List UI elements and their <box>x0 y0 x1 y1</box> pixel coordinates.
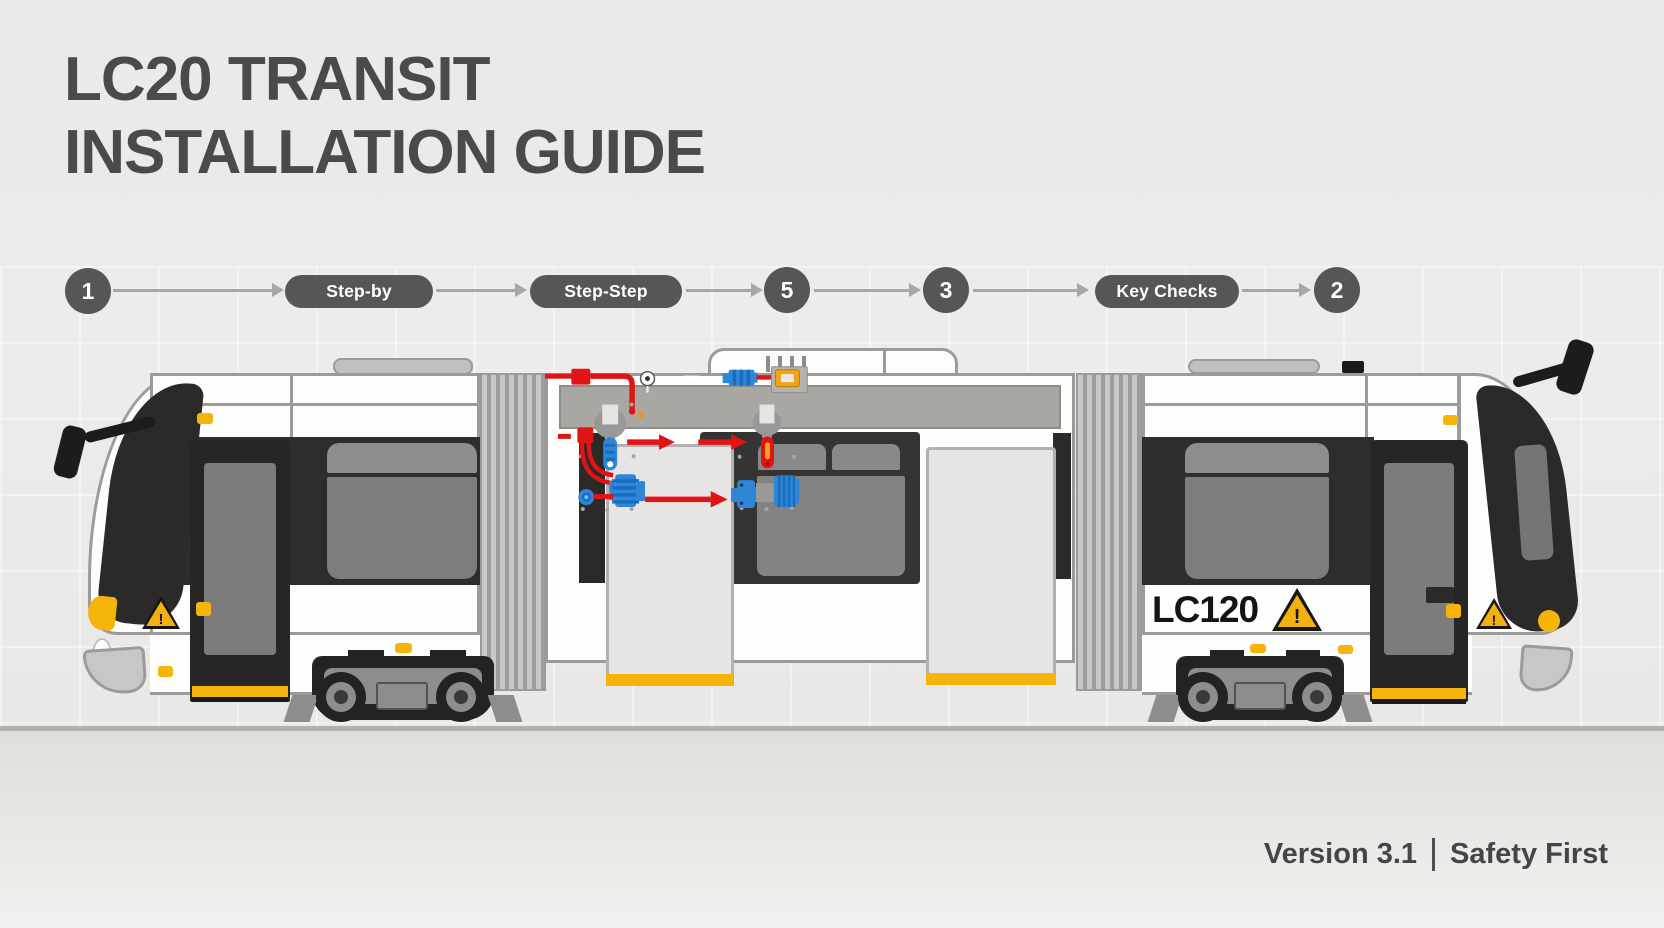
step-label: Step-by <box>326 281 392 301</box>
ground-line <box>0 726 1664 731</box>
knob-icon <box>578 489 595 506</box>
step-label: Key Checks <box>1116 281 1218 301</box>
panel-strip-right <box>926 673 1056 685</box>
door-left <box>190 440 290 702</box>
wheel-icon <box>436 672 486 722</box>
wheel-icon <box>1178 672 1228 722</box>
roof-seam <box>1142 403 1460 406</box>
warning-triangle-icon: ! <box>1476 598 1512 629</box>
door-button-icon <box>1446 604 1461 618</box>
step-label: 2 <box>1330 276 1344 303</box>
flow-arrow-red-icon <box>627 434 748 508</box>
red-cable <box>545 373 573 379</box>
module-top-strip <box>559 385 1061 429</box>
wheel-icon <box>316 672 366 722</box>
bogie-gearbox <box>376 682 428 710</box>
module-detail-graphics <box>545 366 808 513</box>
warning-mark: ! <box>1491 611 1497 628</box>
step-label: 5 <box>780 276 794 303</box>
step-node-key-checks: Key Checks <box>1095 275 1239 308</box>
warning-mark: ! <box>1293 606 1301 629</box>
wrench-icon <box>594 404 627 471</box>
flow-arrow-icon <box>973 283 1089 297</box>
title-line-2: INSTALLATION GUIDE <box>64 117 706 187</box>
yellow-marker <box>1338 645 1353 654</box>
side-window-left <box>327 443 477 579</box>
equipment-panel-right <box>926 447 1056 685</box>
door-handle-icon <box>1426 587 1454 603</box>
ground-band <box>0 731 1664 928</box>
red-cable <box>756 375 776 380</box>
page-title: LC20 TRANSIT INSTALLATION GUIDE <box>64 44 706 189</box>
yellow-marker <box>1250 644 1266 653</box>
module-dark-sliver-right <box>1053 433 1071 579</box>
roof-pod-right <box>1188 359 1320 374</box>
step-node-step-step: Step-Step <box>530 275 682 308</box>
step-node-1: 1 <box>65 268 111 314</box>
axle-coupling-icon <box>731 475 800 509</box>
step-node-5: 5 <box>764 267 810 313</box>
door-button-icon <box>196 602 211 616</box>
yellow-marker <box>1443 415 1458 425</box>
model-label: LC120 ! <box>1152 588 1323 631</box>
step-node-3: 3 <box>923 267 969 313</box>
dash-indicator <box>682 375 701 381</box>
red-cable <box>579 443 613 486</box>
model-label-text: LC120 <box>1152 588 1259 630</box>
footer-separator <box>1432 838 1436 871</box>
roof-antenna-icon <box>1342 361 1364 373</box>
side-window-right <box>1185 443 1329 579</box>
yellow-marker <box>197 413 213 424</box>
coupler-icon <box>609 474 646 508</box>
red-tick <box>557 433 571 439</box>
door-right <box>1370 440 1468 704</box>
articulation-right <box>1076 373 1142 691</box>
safety-text: Safety First <box>1450 838 1608 870</box>
version-text: Version 3.1 <box>1263 838 1418 870</box>
flow-arrow-icon <box>686 283 763 297</box>
red-connector-icon <box>571 368 591 385</box>
step-node-2: 2 <box>1314 267 1360 313</box>
step-label: 3 <box>939 276 953 303</box>
yellow-marker <box>158 666 173 677</box>
module-center-window-frame <box>700 432 920 584</box>
roof-seam <box>1365 373 1368 437</box>
step-label: 1 <box>81 277 95 304</box>
red-cable <box>593 494 614 500</box>
warning-triangle-icon: ! <box>142 596 180 629</box>
red-connector-icon <box>577 427 594 444</box>
wrench-red-icon <box>752 404 782 469</box>
warning-mark: ! <box>158 610 164 628</box>
roof-seam <box>150 403 480 406</box>
yellow-marker <box>395 643 412 653</box>
flow-arrow-icon <box>113 283 284 297</box>
flow-arrow-icon <box>1242 283 1311 297</box>
wheel-icon <box>1292 672 1342 722</box>
warning-triangle-icon: ! <box>1272 588 1323 631</box>
step-label: Step-Step <box>564 281 648 301</box>
footer: Version 3.1 Safety First <box>1264 838 1608 871</box>
roof-seam <box>290 373 293 437</box>
step-node-step-by: Step-by <box>285 275 433 308</box>
red-cable <box>590 373 635 411</box>
cable-tip-icon <box>637 411 645 419</box>
panel-strip-left <box>606 674 734 686</box>
bogie-gearbox <box>1234 682 1286 710</box>
flow-arrow-icon <box>436 283 527 297</box>
red-cable <box>586 443 614 478</box>
articulation-left <box>480 373 546 691</box>
taillight-right-icon <box>1538 610 1560 632</box>
flow-arrow-icon <box>814 283 921 297</box>
title-line-1: LC20 TRANSIT <box>64 45 490 114</box>
